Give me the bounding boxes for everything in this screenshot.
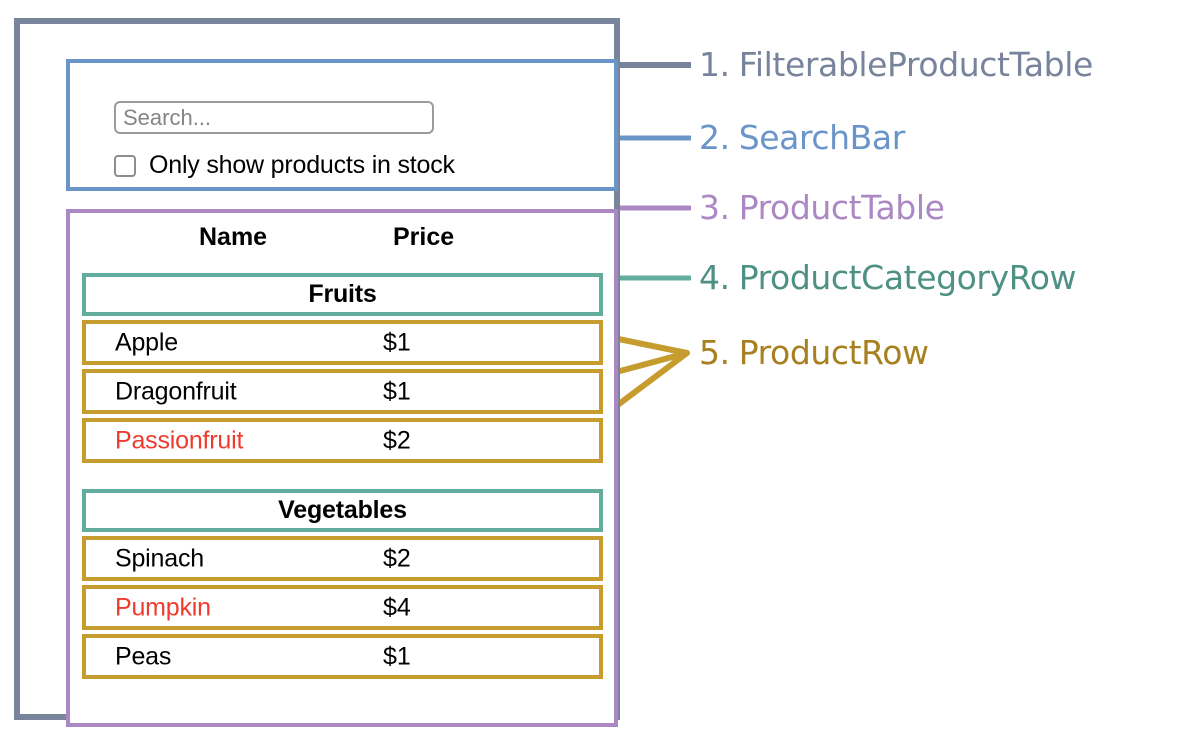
product-category-label: Fruits [308, 280, 377, 308]
in-stock-checkbox[interactable] [114, 154, 136, 177]
column-header-price: Price [393, 223, 455, 251]
product-row: Spinach $2 [82, 536, 603, 581]
group-spacer [82, 467, 603, 489]
legend-number: 5. [699, 333, 730, 372]
product-name: Apple [115, 328, 178, 356]
product-price: $1 [383, 642, 411, 670]
product-price: $2 [383, 426, 411, 454]
product-name: Dragonfruit [115, 377, 237, 405]
product-category-row: Fruits [82, 273, 603, 316]
product-category-label: Vegetables [278, 496, 407, 524]
legend-number: 1. [699, 45, 730, 84]
legend-number: 4. [699, 258, 730, 297]
legend-text: ProductTable [738, 188, 945, 227]
column-header-name: Name [199, 223, 268, 251]
search-input[interactable] [114, 101, 434, 134]
product-row: Passionfruit $2 [82, 418, 603, 463]
product-table-header: Name Price [70, 223, 614, 261]
product-table: Name Price Fruits Apple $1 Dragonfruit $… [66, 209, 618, 727]
product-price: $1 [383, 377, 411, 405]
product-name: Spinach [115, 544, 204, 572]
product-price: $4 [383, 593, 411, 621]
product-row: Pumpkin $4 [82, 585, 603, 630]
product-row: Apple $1 [82, 320, 603, 365]
product-price: $2 [383, 544, 411, 572]
product-name: Peas [115, 642, 172, 670]
legend-text: ProductCategoryRow [738, 258, 1077, 297]
search-bar: Only show products in stock [66, 59, 618, 191]
legend-item-filterable-product-table: 1.FilterableProductTable [699, 45, 1093, 84]
product-category-row: Vegetables [82, 489, 603, 532]
legend-item-search-bar: 2.SearchBar [699, 118, 905, 157]
legend-number: 2. [699, 118, 730, 157]
product-table-body: Fruits Apple $1 Dragonfruit $1 Passionfr… [82, 273, 603, 683]
filterable-product-table: Only show products in stock Name Price F… [14, 18, 620, 727]
product-price: $1 [383, 328, 411, 356]
legend-item-product-category-row: 4.ProductCategoryRow [699, 258, 1077, 297]
in-stock-checkbox-label: Only show products in stock [149, 151, 455, 179]
product-row: Peas $1 [82, 634, 603, 679]
legend-item-product-row: 5.ProductRow [699, 333, 929, 372]
legend-text: SearchBar [738, 118, 906, 157]
legend-number: 3. [699, 188, 730, 227]
product-name: Pumpkin [115, 593, 211, 621]
product-row: Dragonfruit $1 [82, 369, 603, 414]
legend-text: ProductRow [738, 333, 929, 372]
in-stock-checkbox-row[interactable]: Only show products in stock [114, 151, 455, 180]
product-name: Passionfruit [115, 426, 244, 454]
legend-text: FilterableProductTable [738, 45, 1094, 84]
legend-item-product-table: 3.ProductTable [699, 188, 945, 227]
